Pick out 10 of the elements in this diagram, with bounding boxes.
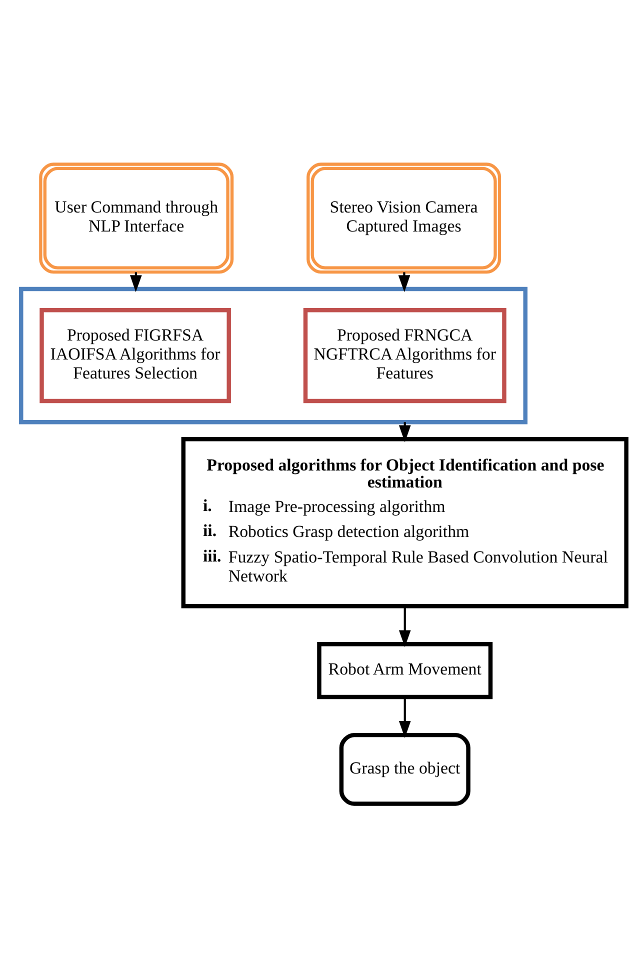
arrow [398,697,411,738]
node-box: Robot Arm Movement [317,642,493,700]
node-box: User Command through NLP Interface [39,162,234,274]
arrow [398,606,411,648]
node-box: Proposed FIGRFSA IAOIFSA Algorithms for Features Selection [40,308,231,404]
node-box: Stereo Vision Camera Captured Images [306,162,502,274]
node-box: Proposed algorithms for Object Identification and pose estimation i. Image Pre-processing algorithm ii. Robotics Grasp detection algorithm iii. Fuzzy Spatio-Temporal Rule Based Convolution Neural Network [181,436,628,608]
node-box: Grasp the object [339,732,470,806]
node-box: Proposed FRNGCA NGFTRCA Algorithms for Features [303,308,506,404]
cluster [19,286,528,424]
